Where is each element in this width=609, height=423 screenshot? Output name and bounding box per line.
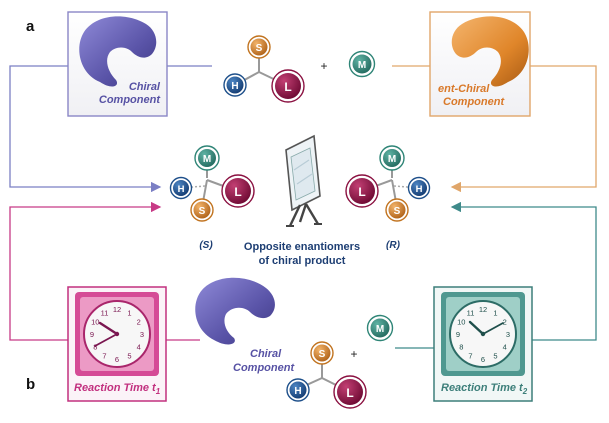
top-reagent-m: M bbox=[348, 50, 376, 78]
svg-text:L: L bbox=[358, 185, 365, 199]
bottom-plus-sign: + bbox=[350, 347, 357, 361]
atom-m: M bbox=[194, 145, 220, 171]
clock-numeral: 6 bbox=[481, 355, 485, 364]
bottom-chiral-component-label-2: Component bbox=[233, 362, 295, 374]
svg-text:S: S bbox=[199, 206, 206, 217]
clock-numeral: 11 bbox=[101, 308, 109, 317]
top-plus-sign: + bbox=[320, 59, 327, 73]
svg-text:H: H bbox=[294, 386, 301, 397]
svg-text:M: M bbox=[358, 60, 366, 71]
svg-text:M: M bbox=[388, 154, 396, 165]
clock-numeral: 1 bbox=[127, 308, 131, 317]
clock-numeral: 5 bbox=[127, 352, 131, 361]
clock-numeral: 8 bbox=[93, 343, 97, 352]
chiral-blob-icon bbox=[79, 16, 157, 87]
clock-numeral: 7 bbox=[102, 352, 106, 361]
clock-numeral: 4 bbox=[503, 343, 507, 352]
svg-text:M: M bbox=[376, 324, 384, 335]
bottom-reagent-m: M bbox=[366, 314, 394, 342]
clock-numeral: 11 bbox=[467, 308, 475, 317]
clock-numeral: 6 bbox=[115, 355, 119, 364]
panel-label-a: a bbox=[26, 18, 35, 35]
clock-numeral: 1 bbox=[493, 308, 497, 317]
atom-l: L bbox=[333, 375, 367, 409]
atom-h: H bbox=[223, 73, 247, 97]
atom-h: H bbox=[169, 176, 193, 200]
bottom-substrate-molecule: S H L bbox=[286, 341, 367, 409]
mirror-icon bbox=[285, 134, 322, 227]
s-enantiomer: M H L S bbox=[169, 145, 255, 222]
svg-text:M: M bbox=[203, 154, 211, 165]
chiral-component-box: Chiral Component bbox=[67, 11, 168, 117]
bottom-chiral-component-label-1: Chiral bbox=[250, 348, 282, 360]
clock-numeral: 12 bbox=[479, 305, 487, 314]
chiral-component-label-1: Chiral bbox=[129, 81, 161, 93]
clock-numeral: 8 bbox=[459, 343, 463, 352]
s-label: (S) bbox=[199, 240, 213, 251]
connector-top-left bbox=[9, 65, 162, 193]
ent-chiral-blob-icon bbox=[451, 16, 529, 87]
reaction-time-2-label: Reaction Time t2 bbox=[441, 382, 528, 396]
svg-text:H: H bbox=[416, 184, 423, 195]
clock-numeral: 10 bbox=[457, 318, 465, 327]
clock-numeral: 7 bbox=[468, 352, 472, 361]
clock-numeral: 9 bbox=[456, 330, 460, 339]
svg-text:H: H bbox=[178, 184, 185, 195]
ent-chiral-component-label-2: Component bbox=[443, 96, 505, 108]
clock-numeral: 2 bbox=[503, 318, 507, 327]
r-enantiomer: M H L S bbox=[345, 145, 431, 222]
clock-numeral: 5 bbox=[493, 352, 497, 361]
chiral-component-label-2: Component bbox=[99, 94, 161, 106]
atom-s: S bbox=[310, 341, 334, 365]
atom-l: L bbox=[221, 174, 255, 208]
atom-h: H bbox=[407, 176, 431, 200]
r-label: (R) bbox=[386, 240, 401, 251]
clock-numeral: 12 bbox=[113, 305, 121, 314]
svg-text:L: L bbox=[284, 80, 291, 94]
connector-bottom-left bbox=[9, 201, 162, 341]
panel-label-b: b bbox=[26, 376, 35, 393]
enantiomer-caption-2: of chiral product bbox=[259, 255, 346, 267]
clock-numeral: 3 bbox=[506, 330, 510, 339]
clock-numeral: 4 bbox=[137, 343, 141, 352]
clock-numeral: 10 bbox=[91, 318, 99, 327]
svg-text:S: S bbox=[319, 349, 326, 360]
svg-text:L: L bbox=[346, 386, 353, 400]
reaction-time-1-label: Reaction Time t1 bbox=[74, 382, 161, 396]
bottom-chiral-blob-icon bbox=[195, 277, 275, 345]
svg-text:S: S bbox=[256, 43, 263, 54]
clock-numeral: 2 bbox=[137, 318, 141, 327]
atom-s: S bbox=[385, 198, 409, 222]
atom-l: L bbox=[345, 174, 379, 208]
ent-chiral-component-box: ent-Chiral Component bbox=[429, 11, 531, 117]
ent-chiral-component-label-1: ent-Chiral bbox=[438, 83, 490, 95]
svg-text:L: L bbox=[234, 185, 241, 199]
enantiomer-caption-1: Opposite enantiomers bbox=[244, 241, 360, 253]
reaction-time-2-subscript: 2 bbox=[522, 387, 528, 396]
atom-l: L bbox=[271, 69, 305, 103]
bottom-chiral-component: Chiral Component bbox=[195, 277, 295, 374]
reaction-time-1-subscript: 1 bbox=[156, 387, 161, 396]
top-substrate-molecule: S H L bbox=[223, 35, 305, 103]
atom-m: M bbox=[379, 145, 405, 171]
atom-s: S bbox=[247, 35, 271, 59]
svg-text:H: H bbox=[231, 81, 238, 92]
atom-s: S bbox=[190, 198, 214, 222]
clock-numeral: 9 bbox=[90, 330, 94, 339]
clock-numeral: 3 bbox=[140, 330, 144, 339]
svg-text:S: S bbox=[394, 206, 401, 217]
atom-h: H bbox=[286, 378, 310, 402]
